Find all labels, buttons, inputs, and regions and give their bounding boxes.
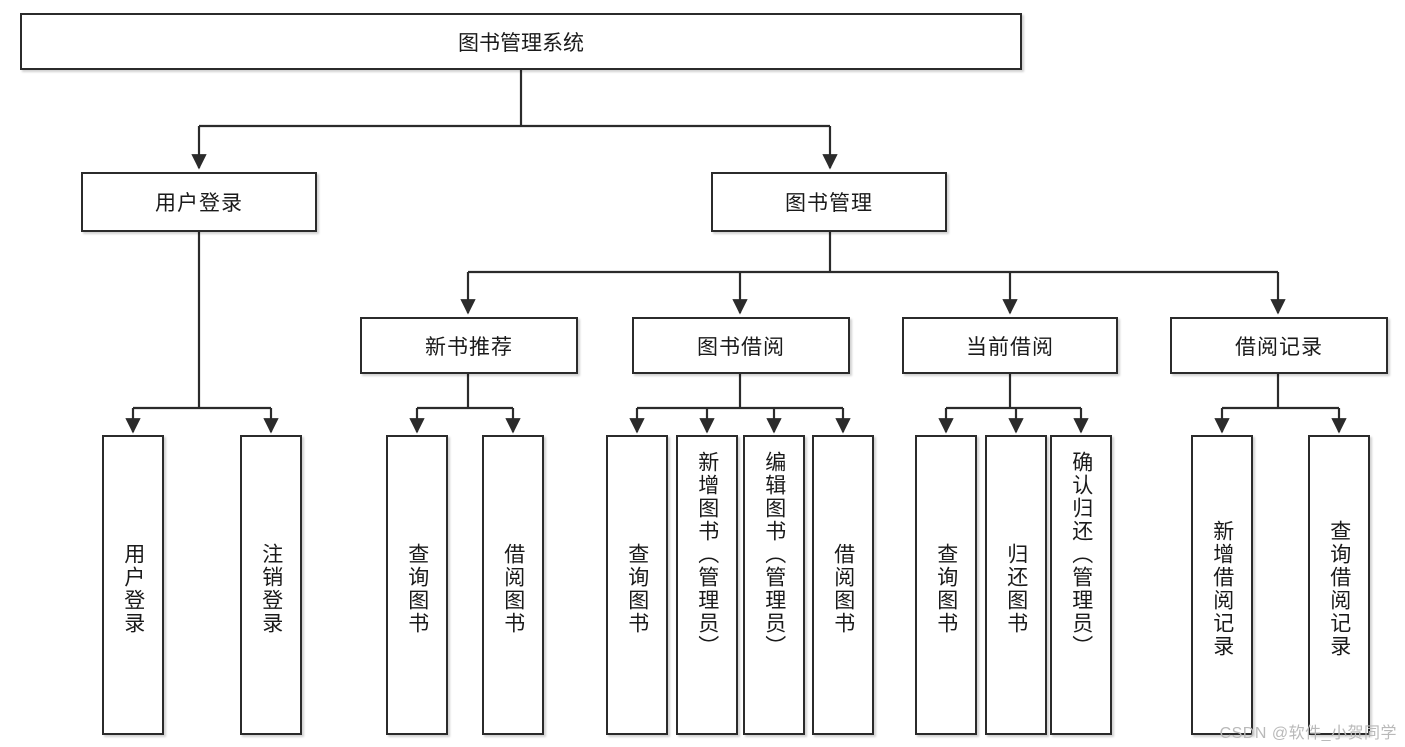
node-leaf-borrow-book-2[interactable]: 借阅图书 (812, 435, 874, 735)
leaf-text-wrap: 借阅图书 (501, 445, 525, 733)
node-label: 新书推荐 (425, 335, 513, 359)
node-label: 编辑图书（管理员） (762, 451, 786, 658)
node-label: 当前借阅 (966, 335, 1054, 359)
node-leaf-return-book[interactable]: 归还图书 (985, 435, 1047, 735)
leaf-text-wrap: 查询借阅记录 (1327, 445, 1351, 733)
node-root-system[interactable]: 图书管理系统 (20, 13, 1022, 70)
node-leaf-add-record[interactable]: 新增借阅记录 (1191, 435, 1253, 735)
leaf-text-wrap: 新增图书（管理员） (695, 445, 719, 739)
node-label: 用户登录 (155, 192, 243, 215)
node-leaf-borrow-book-1[interactable]: 借阅图书 (482, 435, 544, 735)
node-label: 查询图书 (934, 543, 958, 635)
node-leaf-user-login[interactable]: 用户登录 (102, 435, 164, 735)
leaf-text-wrap: 归还图书 (1004, 445, 1028, 733)
node-label: 用户登录 (121, 543, 145, 635)
csdn-watermark: CSDN @软件_小贺同学 (1219, 725, 1397, 742)
node-leaf-query-record[interactable]: 查询借阅记录 (1308, 435, 1370, 735)
node-label: 图书管理 (785, 192, 873, 215)
leaf-text-wrap: 编辑图书（管理员） (762, 445, 786, 739)
leaf-text-wrap: 查询图书 (625, 445, 649, 733)
node-book-borrow[interactable]: 图书借阅 (632, 317, 850, 374)
node-leaf-edit-book[interactable]: 编辑图书（管理员） (743, 435, 805, 735)
node-label: 图书借阅 (697, 335, 785, 359)
node-label: 确认归还（管理员） (1069, 451, 1093, 658)
node-leaf-confirm-return[interactable]: 确认归还（管理员） (1050, 435, 1112, 735)
node-borrow-record[interactable]: 借阅记录 (1170, 317, 1388, 374)
node-label: 注销登录 (259, 543, 283, 635)
node-label: 查询图书 (405, 543, 429, 635)
leaf-text-wrap: 查询图书 (934, 445, 958, 733)
node-book-management[interactable]: 图书管理 (711, 172, 947, 232)
node-new-book-recommend[interactable]: 新书推荐 (360, 317, 578, 374)
node-label: 借阅记录 (1235, 335, 1323, 359)
node-leaf-logout-login[interactable]: 注销登录 (240, 435, 302, 735)
node-label: 借阅图书 (501, 543, 525, 635)
node-current-borrow[interactable]: 当前借阅 (902, 317, 1118, 374)
node-leaf-add-book[interactable]: 新增图书（管理员） (676, 435, 738, 735)
node-label: 图书管理系统 (458, 31, 584, 55)
node-leaf-query-book-3[interactable]: 查询图书 (915, 435, 977, 735)
node-leaf-query-book-1[interactable]: 查询图书 (386, 435, 448, 735)
node-label: 新增图书（管理员） (695, 451, 719, 658)
node-leaf-query-book-2[interactable]: 查询图书 (606, 435, 668, 735)
leaf-text-wrap: 用户登录 (121, 445, 145, 733)
leaf-text-wrap: 新增借阅记录 (1210, 445, 1234, 733)
node-user-login[interactable]: 用户登录 (81, 172, 317, 232)
node-label: 借阅图书 (831, 543, 855, 635)
node-label: 查询借阅记录 (1327, 520, 1351, 658)
leaf-text-wrap: 查询图书 (405, 445, 429, 733)
node-label: 新增借阅记录 (1210, 520, 1234, 658)
leaf-text-wrap: 确认归还（管理员） (1069, 445, 1093, 739)
node-label: 查询图书 (625, 543, 649, 635)
leaf-text-wrap: 注销登录 (259, 445, 283, 733)
leaf-text-wrap: 借阅图书 (831, 445, 855, 733)
node-label: 归还图书 (1004, 543, 1028, 635)
